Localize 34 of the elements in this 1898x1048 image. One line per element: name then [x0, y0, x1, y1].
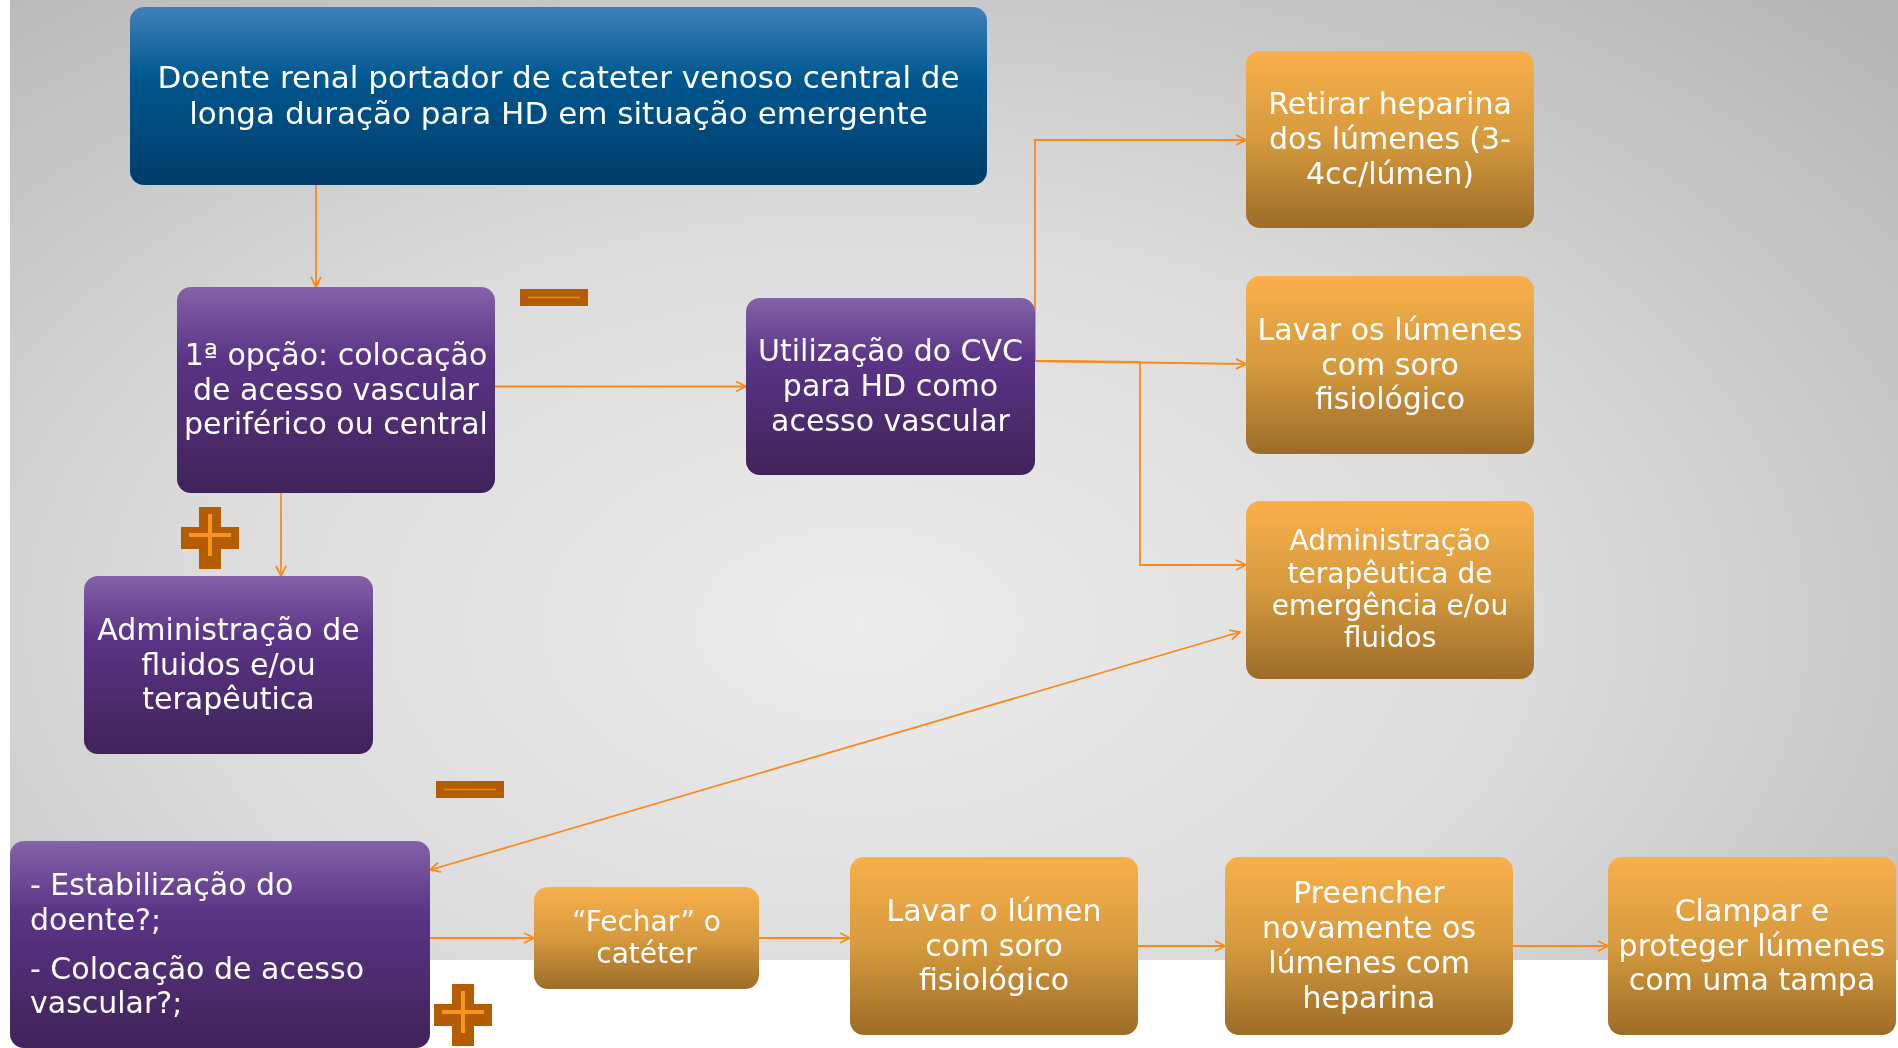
process-box	[10, 841, 430, 1048]
box-text: “Fechar” o catéter	[571, 905, 722, 971]
step-box	[1225, 857, 1513, 1035]
box-text: Preencher novamente os lúmenes com heparina	[1261, 876, 1477, 1016]
process-box	[84, 576, 373, 754]
box-text: Lavar os lúmenes com soro fisiológico	[1256, 312, 1524, 418]
box-text: - Colocação de acesso vascular?;	[30, 951, 365, 1022]
step-box	[850, 857, 1138, 1035]
step-box	[1608, 857, 1896, 1035]
box-text: Utilização do CVC para HD como acesso vascular	[757, 334, 1024, 439]
box-text: - Estabilização do doente?;	[30, 867, 295, 938]
start-box	[130, 7, 987, 185]
arrow	[429, 932, 535, 944]
step-box	[1246, 501, 1534, 679]
box-text: Lavar o lúmen com soro fisiológico	[885, 893, 1103, 999]
arrow	[494, 380, 747, 393]
box-text: Administração terapêutica de emergência e/ou fluidos	[1270, 525, 1510, 655]
step-box	[1246, 51, 1534, 228]
box-text: Retirar heparina dos lúmenes (3-4cc/lúmen)	[1267, 87, 1513, 192]
box-text: Clampar e proteger lúmenes com uma tampa	[1617, 893, 1887, 999]
arrow	[275, 492, 287, 577]
process-box	[746, 298, 1035, 475]
arrow	[1137, 940, 1226, 952]
step-box	[534, 887, 759, 989]
arrow	[758, 932, 851, 944]
box-text: 1ª opção: colocação de acesso vascular periférico ou central	[183, 337, 489, 443]
process-box	[177, 287, 495, 493]
arrow	[1512, 940, 1609, 952]
arrow	[310, 184, 322, 288]
box-text: Administração de fluidos e/ou terapêutica	[96, 612, 361, 718]
arrow	[429, 629, 1241, 873]
box-text: Doente renal portador de cateter venoso central de longa duração para HD em situação emergente	[156, 60, 961, 132]
arrow	[1034, 360, 1247, 571]
step-box	[1246, 276, 1534, 454]
